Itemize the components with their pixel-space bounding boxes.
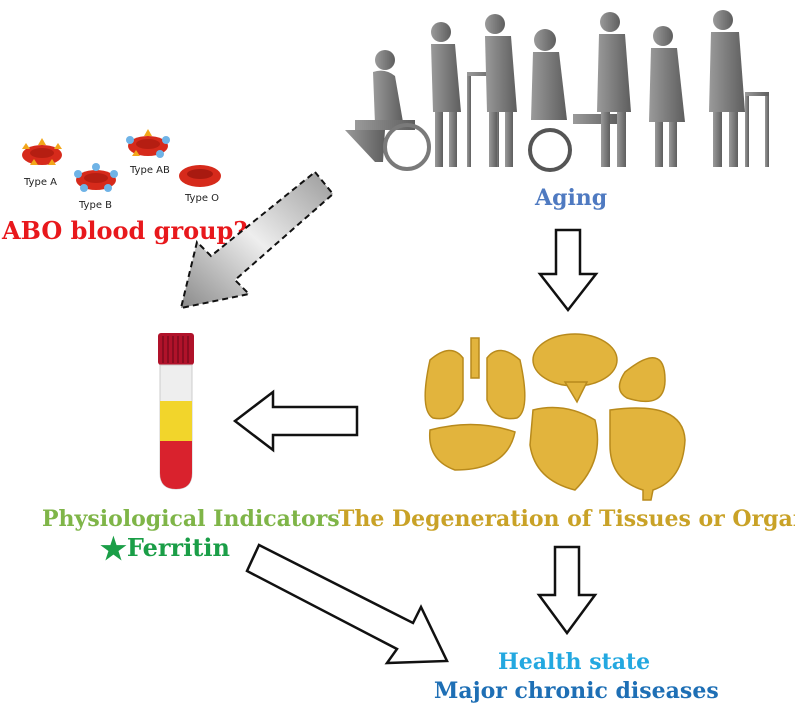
- ferritin-row: ★Ferritin: [100, 532, 230, 567]
- major-chronic-diseases-label: Major chronic diseases: [434, 678, 719, 704]
- blood-tube-icon: [158, 333, 194, 490]
- red-blood-cell-type-ab-icon: [126, 129, 170, 158]
- aging-down-arrow: [537, 228, 599, 313]
- abo-to-indicators-dashed-arrow: [179, 170, 335, 310]
- degeneration-down-arrow: [536, 545, 598, 636]
- ferritin-label: Ferritin: [126, 533, 230, 562]
- red-blood-cell-type-a-icon: [22, 138, 62, 165]
- red-blood-cell-type-b-icon: [74, 163, 118, 192]
- type-b-label: Type B: [79, 200, 113, 211]
- indicators-to-health-arrow: [245, 543, 449, 665]
- type-a-label: Type A: [24, 177, 57, 188]
- abo-blood-group-question: ABO blood group?: [2, 216, 248, 245]
- organs-to-indicators-left-arrow: [232, 389, 359, 453]
- star-icon: ★: [100, 532, 127, 567]
- red-blood-cell-type-o-icon: [179, 165, 221, 187]
- elderly-silhouettes-icon: [345, 10, 769, 172]
- organs-icon: [424, 333, 686, 501]
- physiological-indicators-label: Physiological Indicators: [42, 506, 340, 532]
- health-state-label: Health state: [498, 649, 651, 675]
- type-ab-label: Type AB: [130, 165, 170, 176]
- degeneration-label: The Degeneration of Tissues or Organs: [338, 506, 795, 532]
- type-o-label: Type O: [185, 193, 220, 204]
- aging-label: Aging: [535, 185, 608, 211]
